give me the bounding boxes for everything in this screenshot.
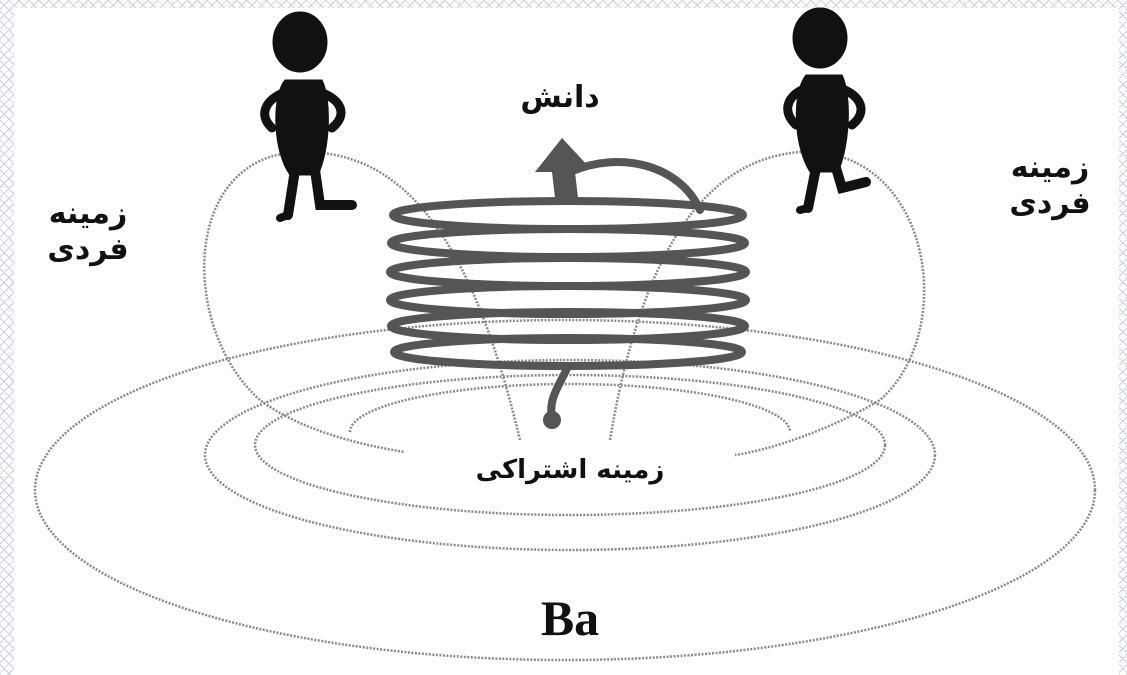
spiral-arrow-icon [535, 138, 590, 198]
person-figure-right-icon [783, 7, 871, 214]
ba-ring-2 [203, 358, 937, 552]
spiral-end [543, 411, 561, 429]
individual-context-label-right: زمینه فردی [980, 150, 1120, 222]
shared-context-label: زمینه اشتراکی [475, 455, 665, 485]
individual-context-right-line1: زمینه [1010, 150, 1090, 185]
person-figure-left-icon [260, 11, 357, 222]
individual-context-right-line2: فردی [1009, 186, 1091, 221]
left-context-loop [203, 150, 522, 454]
individual-context-left-line1: زمینه [48, 196, 128, 231]
spiral-coil-3 [386, 254, 750, 290]
ba-outer-ring [33, 318, 1097, 662]
ba-ring-3 [253, 373, 887, 517]
right-context-loop [608, 150, 926, 457]
individual-context-label-left: زمینه فردی [18, 196, 158, 268]
knowledge-label: دانش [520, 80, 600, 115]
spiral-coil-1 [389, 197, 747, 233]
spiral-coil-2 [387, 225, 749, 261]
ba-label: Ba [540, 590, 600, 646]
ba-ring-4 [348, 382, 792, 433]
individual-context-left-line2: فردی [47, 232, 129, 267]
